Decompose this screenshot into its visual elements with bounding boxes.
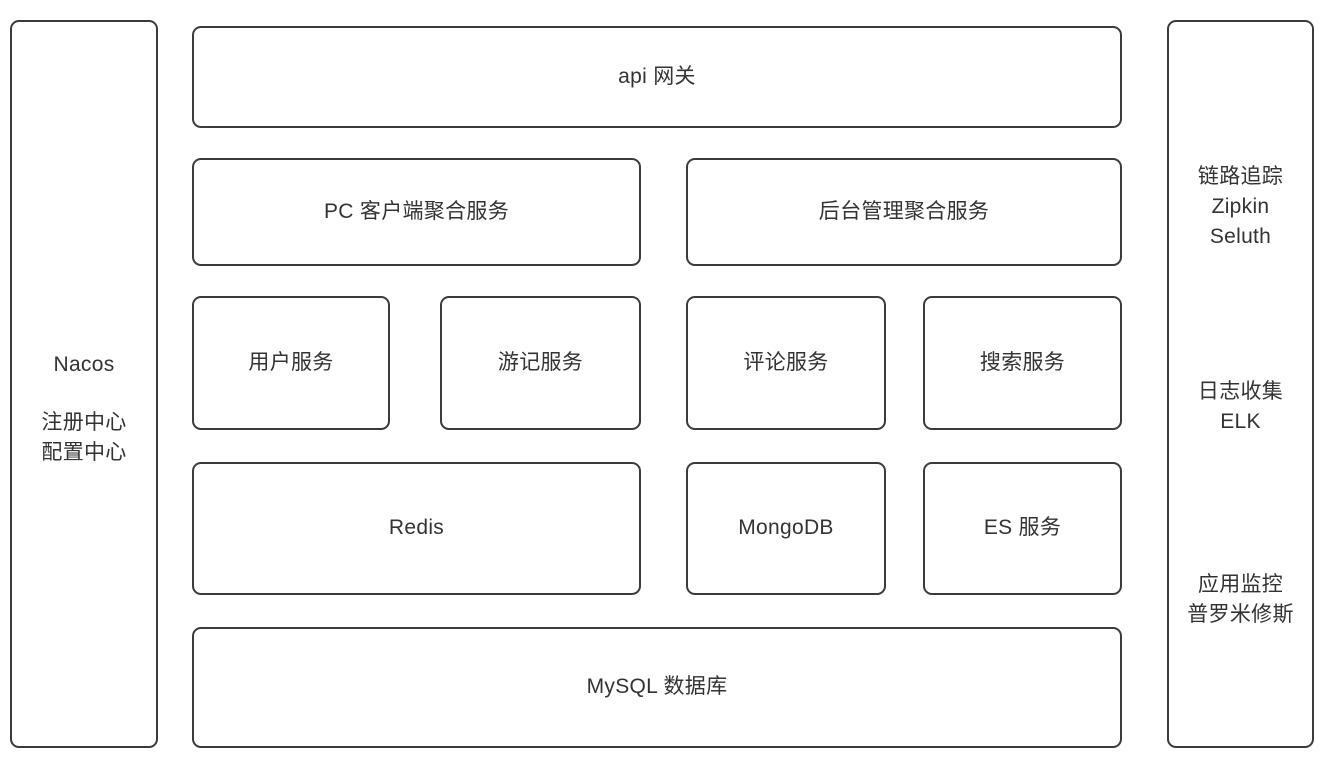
- nacos-title: Nacos: [53, 353, 115, 376]
- tracing-tool-zipkin: Zipkin: [1211, 194, 1270, 218]
- tracing-group: 链路追踪 Zipkin Seluth: [1169, 162, 1312, 251]
- api-gateway-label: api 网关: [618, 64, 696, 88]
- travel-notes-service-label: 游记服务: [497, 350, 584, 374]
- nacos-subtitle-line: 配置中心: [41, 440, 127, 464]
- admin-aggregation-service-box[interactable]: 后台管理聚合服务: [686, 158, 1122, 266]
- es-service-box[interactable]: ES 服务: [923, 462, 1122, 595]
- nacos-subtitle-line: 注册中心: [41, 411, 127, 434]
- mongodb-box[interactable]: MongoDB: [686, 462, 886, 595]
- redis-box[interactable]: Redis: [192, 462, 641, 595]
- user-service-box[interactable]: 用户服务: [192, 296, 390, 430]
- observability-panel[interactable]: 链路追踪 Zipkin Seluth 日志收集 ELK 应用监控 普罗米修斯: [1167, 20, 1314, 748]
- redis-label: Redis: [388, 516, 445, 540]
- pc-client-aggregation-service-box[interactable]: PC 客户端聚合服务: [192, 158, 641, 266]
- search-service-label: 搜索服务: [979, 350, 1066, 374]
- tracing-tool-seluth: Seluth: [1209, 224, 1272, 248]
- admin-aggregation-service-label: 后台管理聚合服务: [818, 199, 990, 223]
- monitoring-tool-prometheus: 普罗米修斯: [1187, 602, 1294, 626]
- es-service-label: ES 服务: [983, 516, 1062, 540]
- mongodb-label: MongoDB: [738, 516, 834, 540]
- nacos-subtitle-group: 注册中心 配置中心: [12, 408, 156, 468]
- tracing-title: 链路追踪: [1197, 165, 1284, 188]
- user-service-label: 用户服务: [248, 350, 334, 374]
- logging-group: 日志收集 ELK: [1169, 377, 1312, 437]
- monitoring-title: 应用监控: [1197, 573, 1284, 596]
- pc-client-aggregation-service-label: PC 客户端聚合服务: [323, 199, 509, 223]
- api-gateway-box[interactable]: api 网关: [192, 26, 1122, 128]
- mysql-database-box[interactable]: MySQL 数据库: [192, 627, 1122, 748]
- travel-notes-service-box[interactable]: 游记服务: [440, 296, 641, 430]
- mysql-database-label: MySQL 数据库: [586, 675, 728, 699]
- nacos-panel[interactable]: Nacos 注册中心 配置中心: [10, 20, 158, 748]
- search-service-box[interactable]: 搜索服务: [923, 296, 1122, 430]
- monitoring-group: 应用监控 普罗米修斯: [1169, 570, 1312, 630]
- comment-service-box[interactable]: 评论服务: [686, 296, 886, 430]
- logging-title: 日志收集: [1197, 380, 1284, 403]
- logging-tool-elk: ELK: [1220, 409, 1261, 433]
- comment-service-label: 评论服务: [743, 350, 829, 374]
